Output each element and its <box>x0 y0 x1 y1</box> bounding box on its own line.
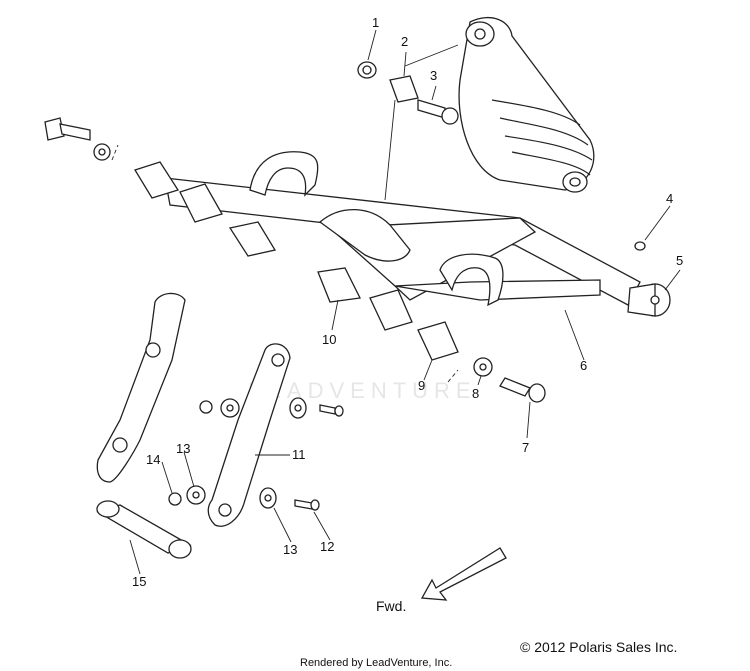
callout-13-upper: 13 <box>176 441 190 456</box>
shock-absorber <box>458 17 595 193</box>
callout-10: 10 <box>322 332 336 347</box>
leader-lines <box>129 29 681 575</box>
callout-14: 14 <box>146 452 160 467</box>
small-hardware <box>168 397 344 511</box>
callout-12: 12 <box>320 539 334 554</box>
callout-3: 3 <box>430 68 437 83</box>
forward-arrow <box>420 547 507 601</box>
callout-15: 15 <box>132 574 146 589</box>
bushings-left <box>134 161 277 257</box>
rendered-by-text: Rendered by LeadVenture, Inc. <box>300 657 452 669</box>
callout-6: 6 <box>580 358 587 373</box>
callout-2: 2 <box>401 34 408 49</box>
link-arm-left <box>96 292 186 483</box>
copyright-text: © 2012 Polaris Sales Inc. <box>520 639 677 655</box>
callout-7: 7 <box>522 440 529 455</box>
callout-8: 8 <box>472 386 479 401</box>
watermark-text: LEADVENTURE <box>248 378 477 403</box>
bolt-top-left <box>44 117 119 161</box>
swing-arm <box>164 151 671 317</box>
callout-9: 9 <box>418 378 425 393</box>
link-arm-right <box>207 343 291 527</box>
hardware-top <box>357 61 459 125</box>
callout-13-lower: 13 <box>283 542 297 557</box>
forward-label: Fwd. <box>376 598 406 614</box>
callout-11: 11 <box>292 447 306 462</box>
callout-5: 5 <box>676 253 683 268</box>
callout-4: 4 <box>666 191 673 206</box>
callout-1: 1 <box>372 15 379 30</box>
spacer-tube <box>96 500 192 559</box>
hardware-bottom <box>317 241 646 403</box>
